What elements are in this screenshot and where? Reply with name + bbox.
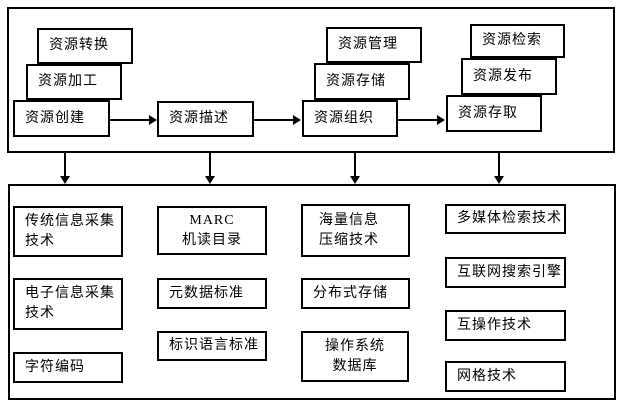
tech-box-distributed-storage: 分布式存储 [301,278,410,309]
flow-box-resource-creation: 资源创建 [13,100,110,137]
connector-arrow-4-line [498,153,500,177]
tech-box-interoperability: 互操作技术 [445,310,566,341]
tech-box-internet-search-engine: 互联网搜索引擎 [445,257,566,288]
tech-box-multimedia-retrieval: 多媒体检索技术 [445,204,566,234]
tech-box-os-database: 操作系统 数据库 [301,331,409,382]
flow-box-resource-access: 资源存取 [446,95,542,132]
flow-box-resource-storage: 资源存储 [314,63,410,100]
flow-box-resource-publishing: 资源发布 [461,58,557,95]
tech-box-grid-technology: 网格技术 [445,361,566,392]
connector-arrow-4-head-icon [494,176,504,184]
flow-box-resource-description: 资源描述 [157,101,254,137]
arrow-description-to-organization-line [254,119,294,121]
arrow-creation-to-description-head-icon [149,115,157,125]
connector-arrow-3-head-icon [350,176,360,184]
connector-arrow-2-line [209,153,211,177]
tech-box-markup-language-standard: 标识语言标准 [157,331,267,361]
tech-box-mass-info-compression: 海量信息 压缩技术 [301,204,410,257]
arrow-description-to-organization-head-icon [293,115,301,125]
flow-box-resource-management: 资源管理 [326,27,422,63]
connector-arrow-1-head-icon [60,176,70,184]
flow-box-resource-retrieval: 资源检索 [470,24,565,58]
tech-box-marc-catalog: MARC 机读目录 [157,206,267,255]
connector-arrow-3-line [354,153,356,177]
tech-box-electronic-info-collection: 电子信息采集 技术 [13,278,123,330]
tech-box-metadata-standard: 元数据标准 [157,278,267,309]
connector-arrow-1-line [64,153,66,177]
tech-box-character-encoding: 字符编码 [13,352,123,383]
flow-box-resource-conversion: 资源转换 [37,28,133,64]
flow-box-resource-organization: 资源组织 [302,100,398,137]
arrow-organization-to-access-head-icon [437,115,445,125]
arrow-creation-to-description-line [110,119,150,121]
arrow-organization-to-access-line [398,119,438,121]
flow-box-resource-processing: 资源加工 [26,64,122,100]
connector-arrow-2-head-icon [205,176,215,184]
tech-box-traditional-info-collection: 传统信息采集 技术 [13,206,123,257]
